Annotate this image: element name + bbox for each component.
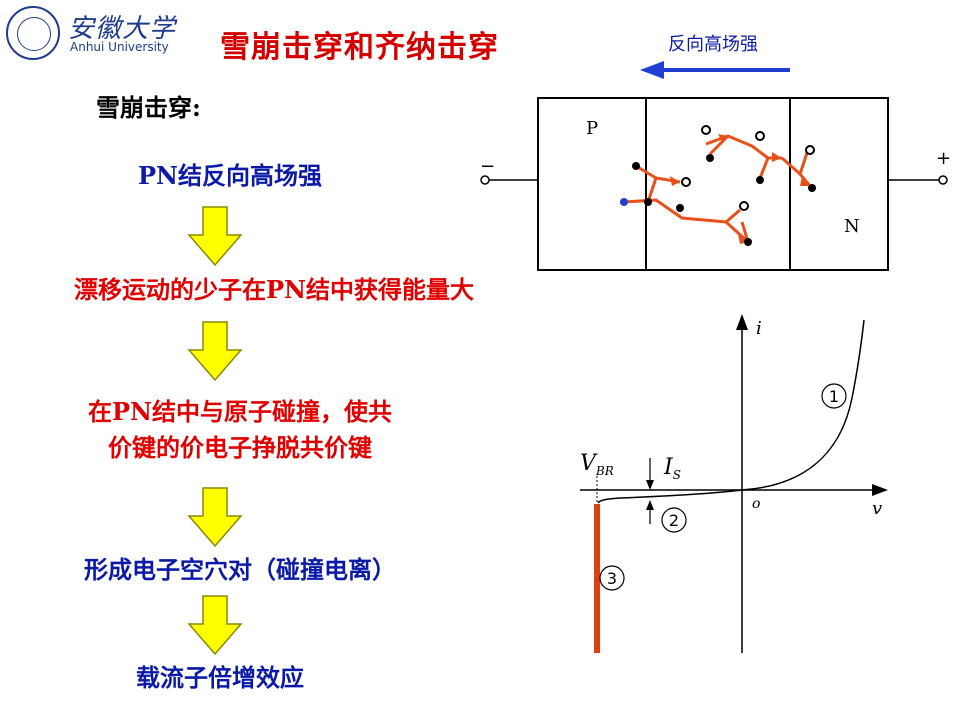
is-up-arrow-icon	[646, 500, 654, 510]
field-direction-label: 反向高场强	[668, 34, 758, 55]
flow-step-1: PN结反向高场强	[138, 161, 322, 190]
p-region-label: P	[586, 118, 598, 139]
n-region-label: N	[844, 216, 860, 237]
slide-title: 雪崩击穿和齐纳击穿	[220, 30, 499, 65]
hole-dot	[755, 131, 765, 141]
negative-terminal	[480, 175, 490, 185]
electron-dot	[706, 154, 714, 162]
down-arrow-icon	[187, 206, 243, 267]
forward-curve	[741, 319, 865, 491]
down-arrow-icon	[187, 487, 243, 548]
hole-dot	[805, 145, 815, 155]
junction-box	[537, 97, 889, 271]
iv-characteristic-curve: i v o VBR IS 1 2 3	[580, 314, 888, 653]
is-label: IS	[663, 455, 681, 482]
reverse-leakage-curve	[597, 489, 743, 504]
flow-step-5: 载流子倍增效应	[136, 663, 304, 692]
flow-step-3-line-1: 在PN结中与原子碰撞，使共	[88, 397, 392, 426]
logo-chinese-name: 安徽大学	[68, 14, 177, 44]
electron-dot	[676, 204, 684, 212]
charge-carriers	[620, 125, 816, 246]
incoming-electron-dot	[620, 198, 628, 206]
origin-label: o	[752, 496, 760, 512]
electron-dot	[756, 176, 764, 184]
minus-label: −	[480, 156, 495, 177]
plus-label: +	[936, 148, 951, 169]
svg-text:1: 1	[829, 387, 839, 406]
hole-dot	[739, 201, 749, 211]
vbr-label: VBR	[580, 451, 614, 478]
down-arrow-icon	[187, 595, 243, 656]
pn-junction-diagram: − + P N	[480, 61, 951, 271]
is-down-arrow-icon	[646, 480, 654, 490]
electron-dot	[744, 238, 752, 246]
down-arrow-icon	[187, 321, 243, 382]
y-axis-label: i	[756, 318, 762, 339]
curve-label-3: 3	[599, 565, 625, 591]
university-seal-icon	[6, 6, 60, 60]
svg-text:2: 2	[669, 511, 679, 530]
curve-label-1: 1	[821, 383, 847, 409]
flow-step-4: 形成电子空穴对（碰撞电离）	[84, 555, 396, 584]
field-arrow-icon	[640, 61, 790, 79]
avalanche-electron-paths	[623, 134, 812, 244]
x-axis-label: v	[872, 498, 882, 519]
section-subtitle: 雪崩击穿:	[96, 93, 201, 122]
hole-dot	[681, 177, 691, 187]
svg-text:3: 3	[607, 569, 617, 588]
logo-english-name: Anhui University	[70, 40, 169, 54]
curve-label-2: 2	[661, 507, 687, 533]
flow-step-2: 漂移运动的少子在PN结中获得能量大	[74, 275, 474, 304]
electron-dot	[644, 198, 652, 206]
positive-terminal	[938, 175, 948, 185]
electron-dot	[632, 162, 640, 170]
electron-dot	[808, 184, 816, 192]
flow-step-3-line-2: 价键的价电子挣脱共价键	[108, 433, 372, 462]
hole-dot	[701, 125, 711, 135]
